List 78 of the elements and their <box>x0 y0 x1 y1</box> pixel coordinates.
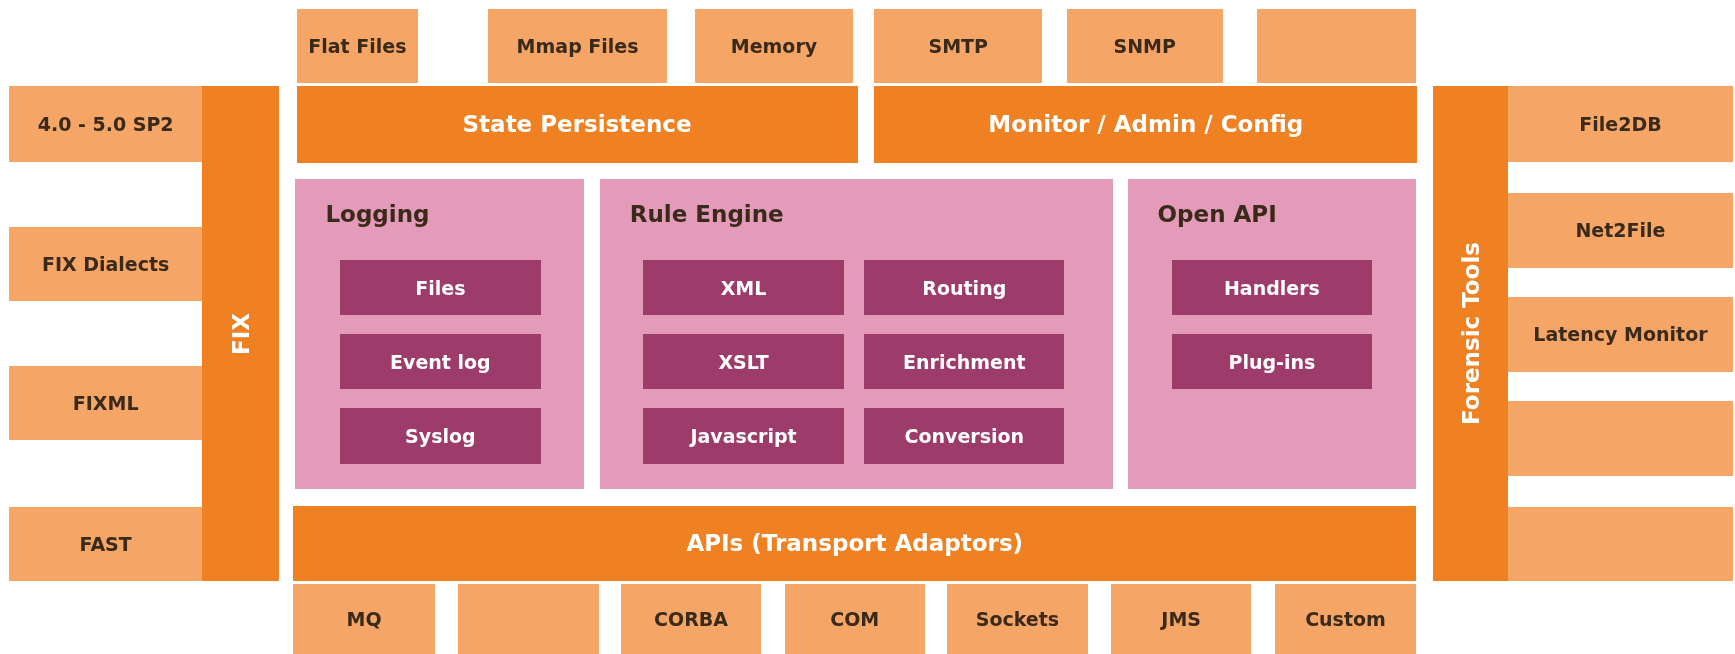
section-bar <box>874 86 1418 163</box>
bar-label: Forensic Tools <box>1457 242 1484 426</box>
box-label: COM <box>829 607 881 633</box>
component-box <box>642 334 845 390</box>
empty-box <box>1508 506 1733 581</box>
label-box <box>1508 296 1733 372</box>
label-box <box>296 8 419 83</box>
box-label: Enrichment <box>902 349 1027 375</box>
box-label: SMTP <box>927 33 989 59</box>
panel-heading: Logging <box>325 201 430 228</box>
box-label: Handlers <box>1222 275 1321 301</box>
box-label: Conversion <box>903 423 1026 449</box>
bar-label: APIs (Transport Adaptors) <box>685 529 1025 559</box>
box-label: Mmap Files <box>515 33 640 59</box>
box-label: Syslog <box>404 423 477 449</box>
label-box <box>1508 192 1733 268</box>
panel-heading: Open API <box>1157 201 1277 228</box>
box-label: Latency Monitor <box>1532 322 1709 348</box>
box-label: FIXML <box>71 391 140 417</box>
box-label: Files <box>414 275 467 301</box>
label-box <box>8 506 203 581</box>
box-label: 4.0 - 5.0 SP2 <box>36 111 175 137</box>
label-box <box>487 8 668 83</box>
label-box <box>8 226 203 301</box>
bar-label: State Persistence <box>461 110 693 140</box>
empty-box <box>458 584 599 654</box>
bar-label: FIX <box>227 312 254 355</box>
box-label: Net2File <box>1574 218 1667 244</box>
box-label: CORBA <box>653 607 729 633</box>
label-box <box>8 86 203 162</box>
component-box <box>1171 260 1373 316</box>
label-box <box>8 366 203 441</box>
module-panel <box>599 179 1114 490</box>
label-box <box>947 584 1088 654</box>
box-label: Memory <box>729 33 819 59</box>
component-box <box>642 260 845 316</box>
label-box <box>784 584 925 654</box>
module-panel <box>295 179 585 490</box>
component-box <box>339 408 542 464</box>
label-box <box>620 584 762 654</box>
box-label: Routing <box>921 275 1008 301</box>
component-box <box>864 334 1065 390</box>
box-label: Plug-ins <box>1227 349 1317 375</box>
label-box <box>293 584 435 654</box>
box-label: FIX Dialects <box>40 251 171 277</box>
box-label: File2DB <box>1578 111 1663 137</box>
vertical-bar <box>1432 86 1509 581</box>
component-box <box>642 408 845 464</box>
box-label: JMS <box>1159 607 1202 633</box>
panel-heading: Rule Engine <box>629 201 784 228</box>
empty-box <box>1257 8 1417 83</box>
label-box <box>1110 584 1252 654</box>
section-bar <box>293 505 1417 581</box>
section-bar <box>296 86 858 163</box>
vertical-bar <box>202 86 279 581</box>
component-box <box>864 260 1065 316</box>
box-label: XML <box>719 275 768 301</box>
component-box <box>339 334 542 390</box>
label-box <box>694 8 854 83</box>
component-box <box>1171 334 1373 390</box>
component-box <box>864 408 1065 464</box>
label-box <box>1066 8 1223 83</box>
box-label: Sockets <box>974 607 1061 633</box>
box-label: Custom <box>1304 607 1387 633</box>
box-label: Flat Files <box>307 33 408 59</box>
module-panel <box>1127 179 1417 490</box>
label-box <box>874 8 1043 83</box>
label-box <box>1508 86 1733 162</box>
box-label: Event log <box>389 349 492 375</box>
box-label: FAST <box>78 531 133 557</box>
box-label: Javascript <box>688 423 798 449</box>
component-box <box>339 260 542 316</box>
bar-label: Monitor / Admin / Config <box>987 110 1305 140</box>
label-box <box>1274 584 1417 654</box>
box-label: SNMP <box>1112 33 1177 59</box>
empty-box <box>1508 400 1733 476</box>
box-label: MQ <box>345 607 383 633</box>
box-label: XSLT <box>717 349 770 375</box>
